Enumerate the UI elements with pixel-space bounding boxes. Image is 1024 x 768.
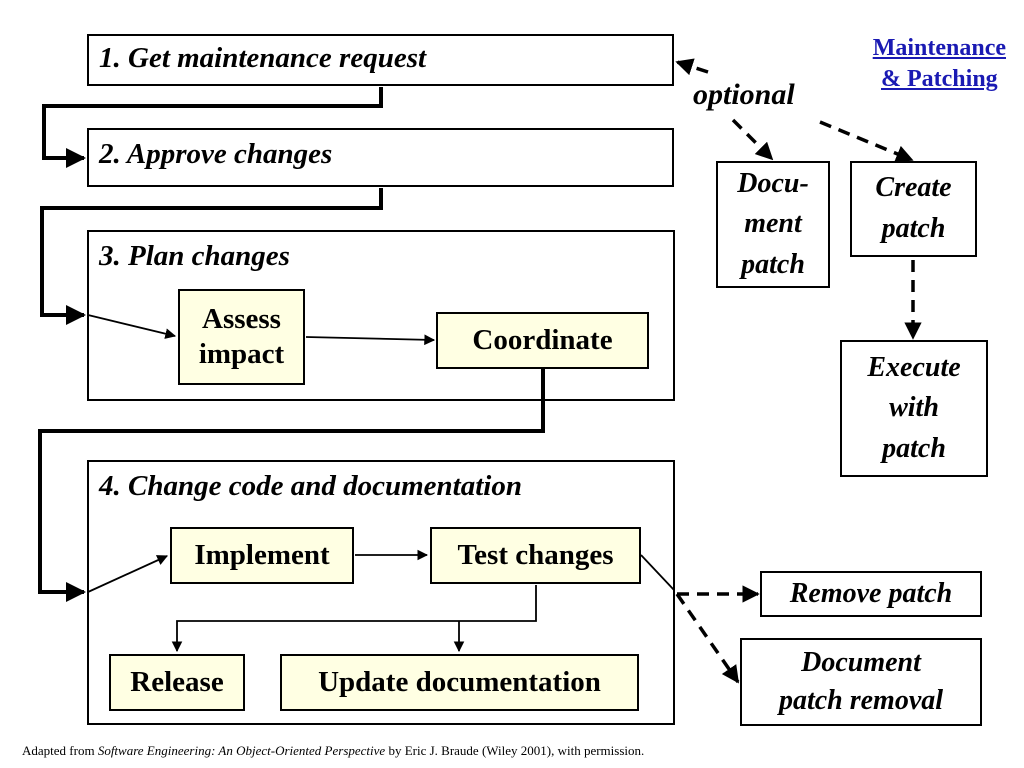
- execute-patch-box: Execute with patch: [840, 340, 988, 477]
- execute-patch-line-3: patch: [882, 432, 946, 464]
- create-patch-box: Create patch: [850, 161, 977, 257]
- document-patch-removal-box: Document patch removal: [740, 638, 982, 726]
- step-3-label: 3. Plan changes: [99, 240, 290, 272]
- connector-test-to-patch-branch: [640, 554, 675, 591]
- arrow-entry-to-assess: [87, 314, 177, 339]
- release-box: Release: [109, 654, 245, 711]
- document-patch-line-3: patch: [741, 248, 805, 280]
- arrow-assess-to-coordinate: [305, 334, 436, 346]
- assess-impact-box: Assess impact: [178, 289, 305, 385]
- update-documentation-label: Update documentation: [318, 666, 601, 699]
- arrow-entry-to-implement: [87, 555, 168, 593]
- step-2-box: 2. Approve changes: [87, 128, 674, 187]
- document-patch-removal-line-1: Document: [801, 647, 921, 679]
- implement-box: Implement: [170, 527, 354, 584]
- slide-title-line-1: Maintenance: [872, 35, 1006, 61]
- credit-suffix: by Eric J. Braude (Wiley 2001), with per…: [385, 743, 645, 758]
- remove-patch-label: Remove patch: [789, 577, 953, 609]
- coordinate-box: Coordinate: [436, 312, 649, 369]
- dashed-arrow-to-request: [675, 58, 709, 76]
- release-label: Release: [130, 666, 224, 699]
- test-changes-box: Test changes: [430, 527, 641, 584]
- document-patch-line-2: ment: [744, 208, 802, 240]
- dashed-arrow-to-document-patch: [731, 118, 774, 161]
- dashed-arrow-to-create-patch: [819, 120, 914, 163]
- step-4-label: 4. Change code and documentation: [99, 470, 522, 502]
- coordinate-label: Coordinate: [472, 324, 613, 357]
- step-1-label: 1. Get maintenance request: [99, 42, 427, 74]
- optional-label: optional: [693, 78, 795, 111]
- document-patch-line-1: Docu-: [737, 167, 809, 199]
- execute-patch-line-2: with: [889, 392, 939, 424]
- dashed-arrow-to-document-removal: [675, 593, 740, 684]
- step-2-label: 2. Approve changes: [99, 138, 333, 170]
- credit-prefix: Adapted from: [22, 743, 98, 758]
- step-1-box: 1. Get maintenance request: [87, 34, 674, 86]
- implement-label: Implement: [194, 539, 330, 572]
- credit-book-title: Software Engineering: An Object-Oriented…: [97, 743, 386, 758]
- slide-title-link[interactable]: Maintenance & Patching: [873, 33, 1006, 95]
- create-patch-line-1: Create: [875, 172, 952, 204]
- document-patch-removal-line-2: patch removal: [778, 685, 944, 716]
- slide-title-line-2: & Patching: [881, 66, 998, 93]
- execute-patch-line-1: Execute: [867, 351, 961, 383]
- arrow-test-to-release: [171, 585, 537, 653]
- update-documentation-box: Update documentation: [280, 654, 639, 711]
- flow-step1-to-step2: [42, 87, 383, 168]
- source-credit: Adapted from Software Engineering: An Ob…: [22, 743, 644, 759]
- assess-impact-line-1: Assess: [202, 303, 281, 336]
- flow-step3-to-step4: [38, 368, 545, 602]
- remove-patch-box: Remove patch: [760, 571, 982, 617]
- create-patch-line-2: patch: [881, 213, 946, 244]
- document-patch-box: Docu- ment patch: [716, 161, 830, 288]
- flow-step2-to-step3: [40, 188, 383, 325]
- test-changes-label: Test changes: [457, 539, 614, 572]
- assess-impact-line-2: impact: [198, 338, 285, 370]
